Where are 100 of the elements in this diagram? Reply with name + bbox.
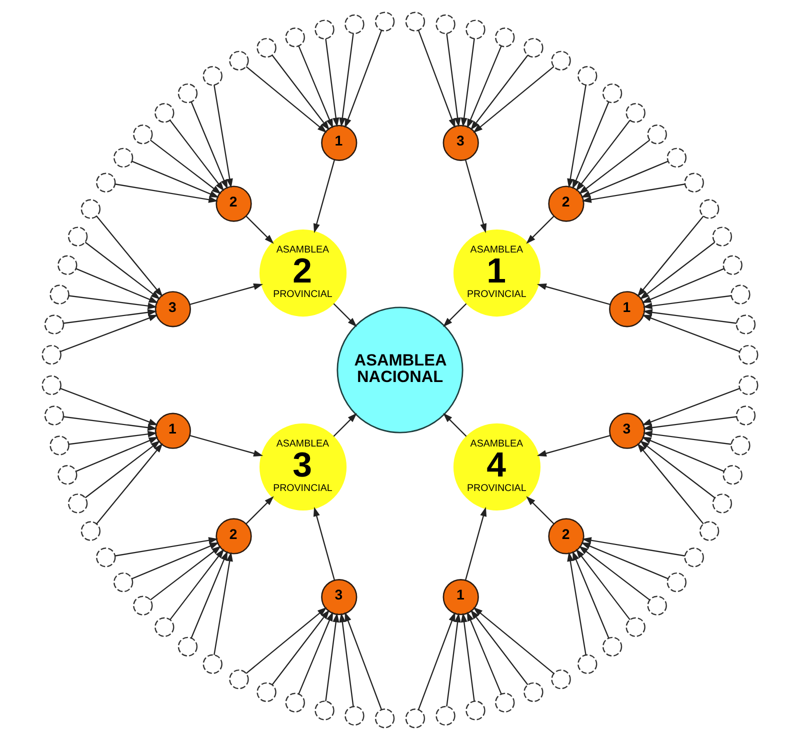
arrow [636, 443, 704, 524]
arrow [641, 268, 724, 304]
node-circle: 1 [154, 412, 190, 449]
arrow [460, 612, 474, 702]
node-circle: 2 [215, 518, 252, 554]
arrow [96, 216, 162, 297]
node-circle [404, 12, 425, 32]
node-circle [646, 596, 666, 616]
arrow [641, 388, 740, 426]
node-circle [57, 465, 77, 485]
arrow [190, 550, 228, 638]
arrow [271, 54, 329, 130]
arrow [84, 440, 160, 498]
arrow [526, 496, 554, 524]
node-circle [344, 14, 364, 34]
arrow [312, 160, 334, 234]
arrow [75, 436, 158, 472]
node-circle [684, 172, 704, 192]
arrow [169, 548, 224, 620]
arrow [581, 537, 685, 556]
arrow [332, 413, 356, 437]
arrow [636, 216, 704, 297]
node-circle [666, 572, 686, 592]
arrow [245, 607, 326, 674]
arrow [312, 506, 334, 580]
node-circle [435, 706, 455, 726]
node-circle [67, 494, 88, 514]
arrow [190, 102, 228, 190]
arrow [572, 550, 609, 638]
node-circle [404, 708, 425, 728]
node-circle [738, 344, 758, 365]
node-circle [256, 682, 276, 702]
node-circle [465, 700, 485, 720]
arrow [344, 612, 382, 710]
arrow [639, 242, 715, 300]
arrow [62, 309, 157, 324]
node-circle [177, 636, 198, 657]
arrow [536, 435, 610, 457]
node-circle [228, 50, 248, 71]
node-circle: ASAMBLEA 3 PROVINCIAL [259, 423, 346, 510]
node-circle [80, 199, 100, 219]
arrow [566, 84, 586, 188]
node-circle: 2 [215, 186, 252, 222]
arrow [575, 548, 630, 620]
arrow [189, 283, 263, 305]
node-circle [494, 28, 514, 48]
arrow [96, 443, 162, 524]
node-circle [154, 617, 174, 637]
node-circle [550, 50, 570, 71]
arrow [324, 38, 339, 128]
node-circle [96, 548, 116, 568]
node-circle: 2 [548, 186, 584, 222]
node-circle: ASAMBLEA 4 PROVINCIAL [452, 423, 540, 510]
node-circle [712, 226, 732, 246]
arrow [213, 552, 232, 656]
arrow [470, 54, 528, 130]
arrow [417, 612, 455, 710]
arrow [460, 38, 474, 128]
node-circle [730, 436, 750, 456]
arrow [442, 303, 466, 327]
node-circle [698, 199, 719, 219]
arrow [642, 309, 736, 324]
node-circle [698, 521, 719, 541]
node-circle [602, 83, 622, 104]
node-circle [735, 406, 756, 426]
arrow [114, 537, 218, 556]
node-circle [256, 38, 276, 58]
node-circle [735, 314, 756, 334]
arrow [642, 416, 736, 431]
node-circle [314, 20, 334, 40]
node-circle [154, 103, 174, 123]
node-circle [523, 682, 543, 702]
arrow [446, 612, 460, 707]
node-circle [284, 692, 304, 712]
arrow [580, 160, 668, 198]
node-circle [684, 548, 704, 568]
node-circle [465, 20, 485, 40]
node-circle [625, 103, 645, 123]
arrow [472, 66, 554, 133]
arrow [338, 612, 354, 707]
node-circle [44, 314, 64, 334]
node-circle [41, 375, 61, 396]
node-circle [435, 14, 455, 34]
node-circle [112, 572, 133, 592]
node-circle [577, 66, 597, 86]
arrow [149, 140, 221, 194]
arrow [526, 216, 554, 244]
arrow [213, 84, 232, 188]
node-circle [202, 66, 222, 86]
arrow [466, 46, 502, 128]
node-circle [67, 226, 88, 246]
node-circle [374, 12, 394, 32]
node-circle [722, 465, 742, 485]
arrow [68, 430, 157, 445]
arrow [189, 435, 263, 457]
node-circle: 2 [548, 518, 584, 554]
node-circle [80, 521, 100, 541]
arrow [566, 552, 586, 656]
arrow [62, 416, 157, 431]
arrow [245, 496, 274, 524]
